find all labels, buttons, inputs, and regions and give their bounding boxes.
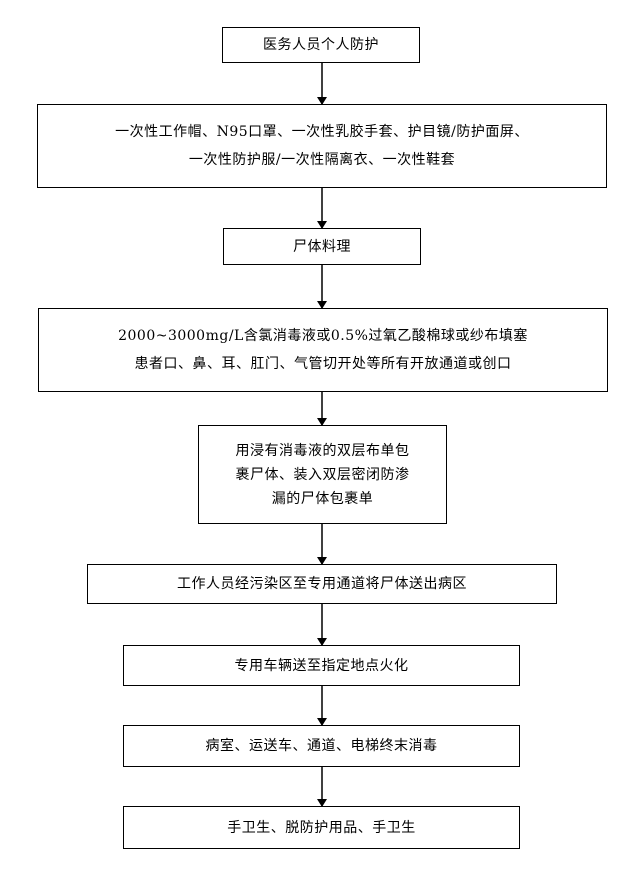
step-wrap-body: 用浸有消毒液的双层布单包 裹尸体、装入双层密闭防渗 漏的尸体包裹单: [198, 425, 447, 524]
step-disinfect-openings: 2000~3000mg/L含氯消毒液或0.5%过氧乙酸棉球或纱布填塞 患者口、鼻…: [38, 308, 608, 392]
step-text: 专用车辆送至指定地点火化: [234, 657, 409, 674]
step-text: 尸体料理: [293, 238, 351, 255]
step-text: 一次性防护服/一次性隔离衣、一次性鞋套: [188, 152, 456, 168]
step-protective-equipment: 一次性工作帽、N95口罩、一次性乳胶手套、护目镜/防护面屏、 一次性防护服/一次…: [37, 104, 607, 188]
step-personal-protection: 医务人员个人防护: [222, 27, 420, 63]
step-terminal-disinfection: 病室、运送车、通道、电梯终末消毒: [123, 725, 520, 767]
step-transport-out: 工作人员经污染区至专用通道将尸体送出病区: [87, 564, 557, 604]
step-text: 医务人员个人防护: [263, 37, 379, 53]
step-text: 患者口、鼻、耳、肛门、气管切开处等所有开放通道或创口: [134, 356, 512, 372]
step-cremation: 专用车辆送至指定地点火化: [123, 645, 520, 686]
step-text: 一次性工作帽、N95口罩、一次性乳胶手套、护目镜/防护面屏、: [115, 124, 529, 140]
step-text: 漏的尸体包裹单: [271, 490, 374, 507]
step-text: 2000~3000mg/L含氯消毒液或0.5%过氧乙酸棉球或纱布填塞: [118, 328, 528, 344]
step-hand-hygiene: 手卫生、脱防护用品、手卫生: [123, 806, 520, 849]
step-body-care: 尸体料理: [223, 228, 421, 265]
step-text: 用浸有消毒液的双层布单包: [235, 442, 410, 459]
step-text: 裹尸体、装入双层密闭防渗: [235, 466, 410, 483]
step-text: 手卫生、脱防护用品、手卫生: [227, 819, 416, 836]
step-text: 病室、运送车、通道、电梯终末消毒: [205, 738, 438, 754]
step-text: 工作人员经污染区至专用通道将尸体送出病区: [177, 576, 467, 592]
